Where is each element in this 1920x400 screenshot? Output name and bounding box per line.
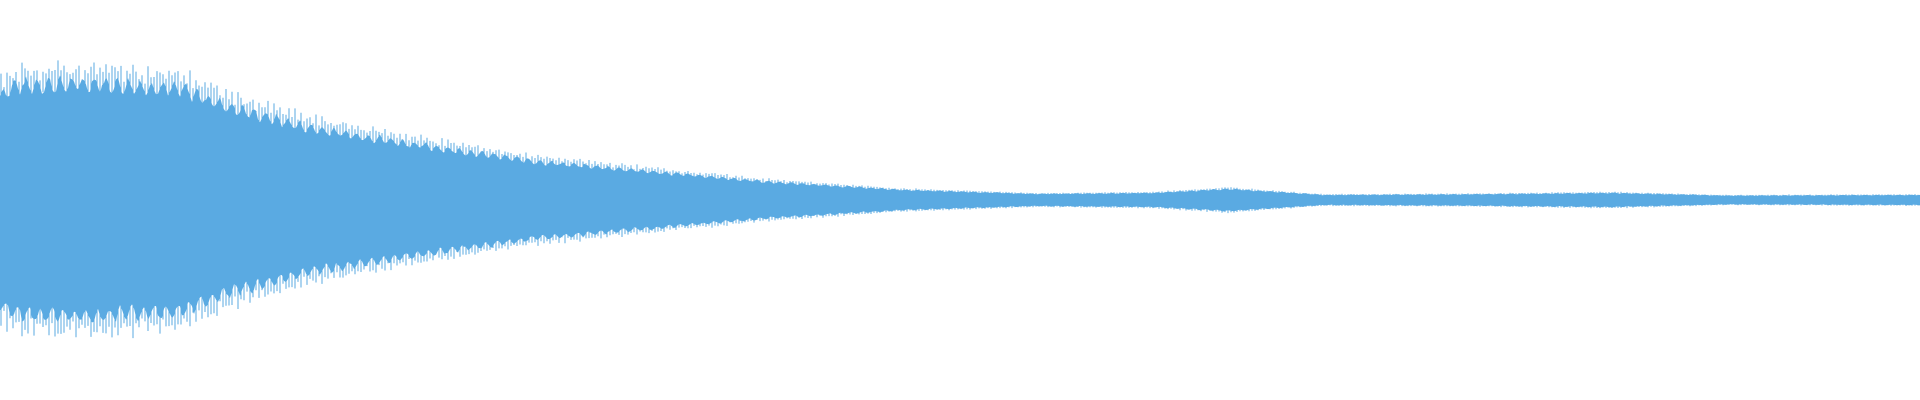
waveform-peaks <box>0 60 1919 339</box>
waveform-peak-lines <box>0 60 1919 339</box>
